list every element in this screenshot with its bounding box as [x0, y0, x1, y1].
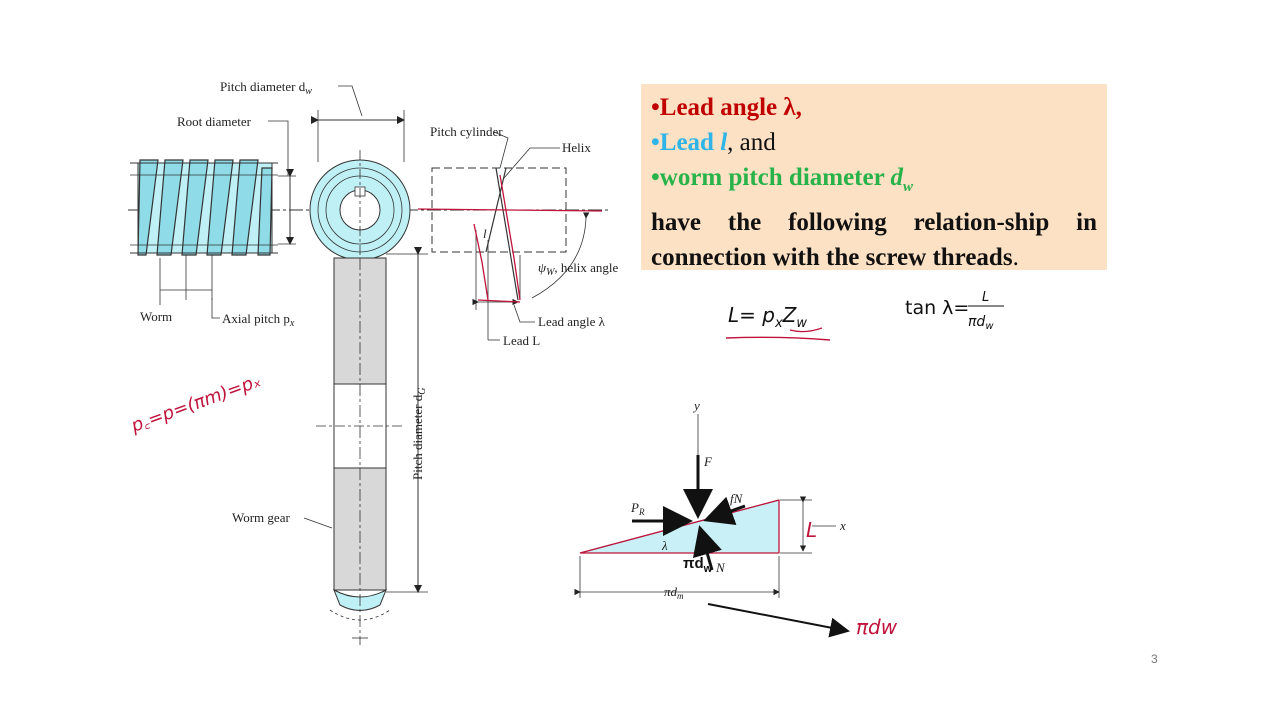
bullet-lead: •Lead l, and: [651, 129, 776, 156]
label-pitch-diameter-dw: Pitch diameter dw: [220, 79, 312, 97]
pitch-cylinder: [431, 131, 590, 341]
label-worm-gear: Worm gear: [232, 510, 290, 525]
label-axial-pitch: Axial pitch px: [222, 311, 295, 329]
hand-annotation-helix: [417, 174, 603, 303]
worm-body: [130, 159, 278, 256]
relation-sentence-line1: have the following relation-ship in: [651, 209, 1097, 236]
label-pitch-diameter-dg: Pitch diameter dG: [410, 388, 428, 480]
label-pitch-cylinder: Pitch cylinder: [430, 124, 503, 139]
label-worm: Worm: [140, 309, 172, 324]
label-lead-l-small: l: [483, 226, 487, 241]
gear-end-view: [309, 150, 411, 270]
wedge-label-N: N: [715, 560, 726, 575]
label-helix: Helix: [562, 140, 591, 155]
wedge-label-pidm: πdm: [664, 584, 684, 601]
bullet-worm-pitch-diameter: •worm pitch diameter dw: [651, 164, 914, 195]
svg-text:L: L: [982, 290, 989, 305]
equation-tan-lambda: tan λ= L πdw: [905, 290, 1004, 332]
wedge-label-PR: PR: [630, 500, 645, 517]
page-number: 3: [1151, 652, 1158, 666]
label-lead-angle: Lead angle λ: [538, 314, 606, 329]
handwritten-pitch-relation: p꜀=p=(πm)=pₓ: [128, 370, 264, 437]
handwritten-L: L: [806, 518, 817, 542]
label-helix-angle: ψW, helix angle: [538, 260, 619, 278]
wedge-label-fN: fN: [730, 491, 744, 506]
label-root-diameter: Root diameter: [177, 114, 252, 129]
gear-shaft: [316, 257, 404, 645]
equation-lead: L= pxZw: [725, 303, 831, 341]
wedge-label-lambda: λ: [661, 538, 668, 553]
worm-gear-figure: Pitch diameter dw Root diameter Worm Axi…: [128, 79, 619, 645]
svg-text:L= pxZw: L= pxZw: [728, 303, 807, 331]
svg-text:tan λ=: tan λ=: [905, 297, 969, 319]
label-lead: Lead L: [503, 333, 540, 348]
handwritten-pi-dw: πdw: [856, 615, 898, 639]
wedge-label-F: F: [703, 454, 713, 469]
wedge-force-diagram: y x F fN PR λ N πdw πdm L πdw: [574, 398, 898, 639]
relation-sentence-line2: connection with the screw threads.: [651, 244, 1019, 271]
wedge-label-y: y: [692, 398, 700, 413]
wedge-overlay-pidw: πdw: [683, 555, 713, 575]
wedge-label-x: x: [839, 518, 846, 533]
svg-text:πdw: πdw: [968, 314, 994, 332]
relationship-text-box: •Lead angle λ, •Lead l, and •worm pitch …: [641, 84, 1107, 271]
bullet-lead-angle: •Lead angle λ,: [651, 94, 802, 121]
